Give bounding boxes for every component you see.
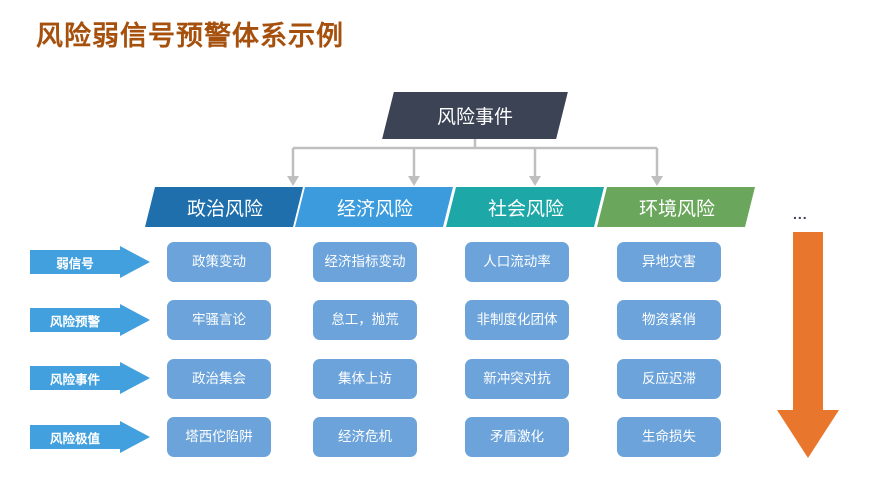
page-title: 风险弱信号预警体系示例: [36, 21, 344, 51]
escalation-down-arrow-icon: [777, 232, 839, 458]
row-label-risk-extreme-text: 风险极值: [49, 431, 100, 446]
category-header-economic[interactable]: 经济风险: [295, 187, 453, 227]
matrix-cell[interactable]: 物资紧俏: [617, 300, 721, 340]
matrix-cell[interactable]: 政策变动: [167, 242, 271, 282]
matrix-cell[interactable]: 怠工，抛荒: [313, 300, 417, 340]
root-node-risk-event[interactable]: 风险事件: [382, 92, 568, 139]
category-header-economic-label: 经济风险: [336, 198, 413, 220]
matrix-cell[interactable]: 矛盾激化: [465, 417, 569, 457]
row-label-risk-warning-shape: [30, 304, 150, 336]
root-node-label: 风险事件: [436, 107, 513, 128]
row-label-risk-event-shape: [30, 362, 150, 394]
matrix-cell[interactable]: 经济危机: [313, 417, 417, 457]
matrix-cell[interactable]: 异地灾害: [617, 242, 721, 282]
matrix-cell[interactable]: 生命损失: [617, 417, 721, 457]
matrix-cell[interactable]: 人口流动率: [465, 242, 569, 282]
row-label-risk-extreme-shape: [30, 421, 150, 453]
matrix-cell[interactable]: 政治集会: [167, 359, 271, 399]
row-label-risk-event[interactable]: 风险事件: [30, 362, 150, 394]
matrix-cell[interactable]: 经济指标变动: [313, 242, 417, 282]
category-header-social-label: 社会风险: [487, 198, 564, 220]
row-label-risk-event-text: 风险事件: [49, 372, 100, 387]
matrix-cell[interactable]: 牢骚言论: [167, 300, 271, 340]
row-label-risk-warning-text: 风险预警: [49, 314, 100, 329]
row-label-risk-extreme[interactable]: 风险极值: [30, 421, 150, 453]
more-categories-ellipsis: ...: [793, 206, 808, 222]
matrix-cell[interactable]: 集体上访: [313, 359, 417, 399]
matrix-cell[interactable]: 新冲突对抗: [465, 359, 569, 399]
matrix-cell[interactable]: 反应迟滞: [617, 359, 721, 399]
category-header-political-label: 政治风险: [186, 198, 263, 220]
row-label-weak-signal[interactable]: 弱信号: [30, 246, 150, 278]
matrix-cell[interactable]: 塔西佗陷阱: [167, 417, 271, 457]
row-label-weak-signal-text: 弱信号: [56, 256, 94, 271]
category-header-environmental[interactable]: 环境风险: [597, 187, 755, 227]
row-label-risk-warning[interactable]: 风险预警: [30, 304, 150, 336]
category-header-social[interactable]: 社会风险: [446, 187, 604, 227]
category-header-environmental-label: 环境风险: [638, 198, 715, 220]
matrix-cell[interactable]: 非制度化团体: [465, 300, 569, 340]
category-header-political[interactable]: 政治风险: [145, 187, 303, 227]
